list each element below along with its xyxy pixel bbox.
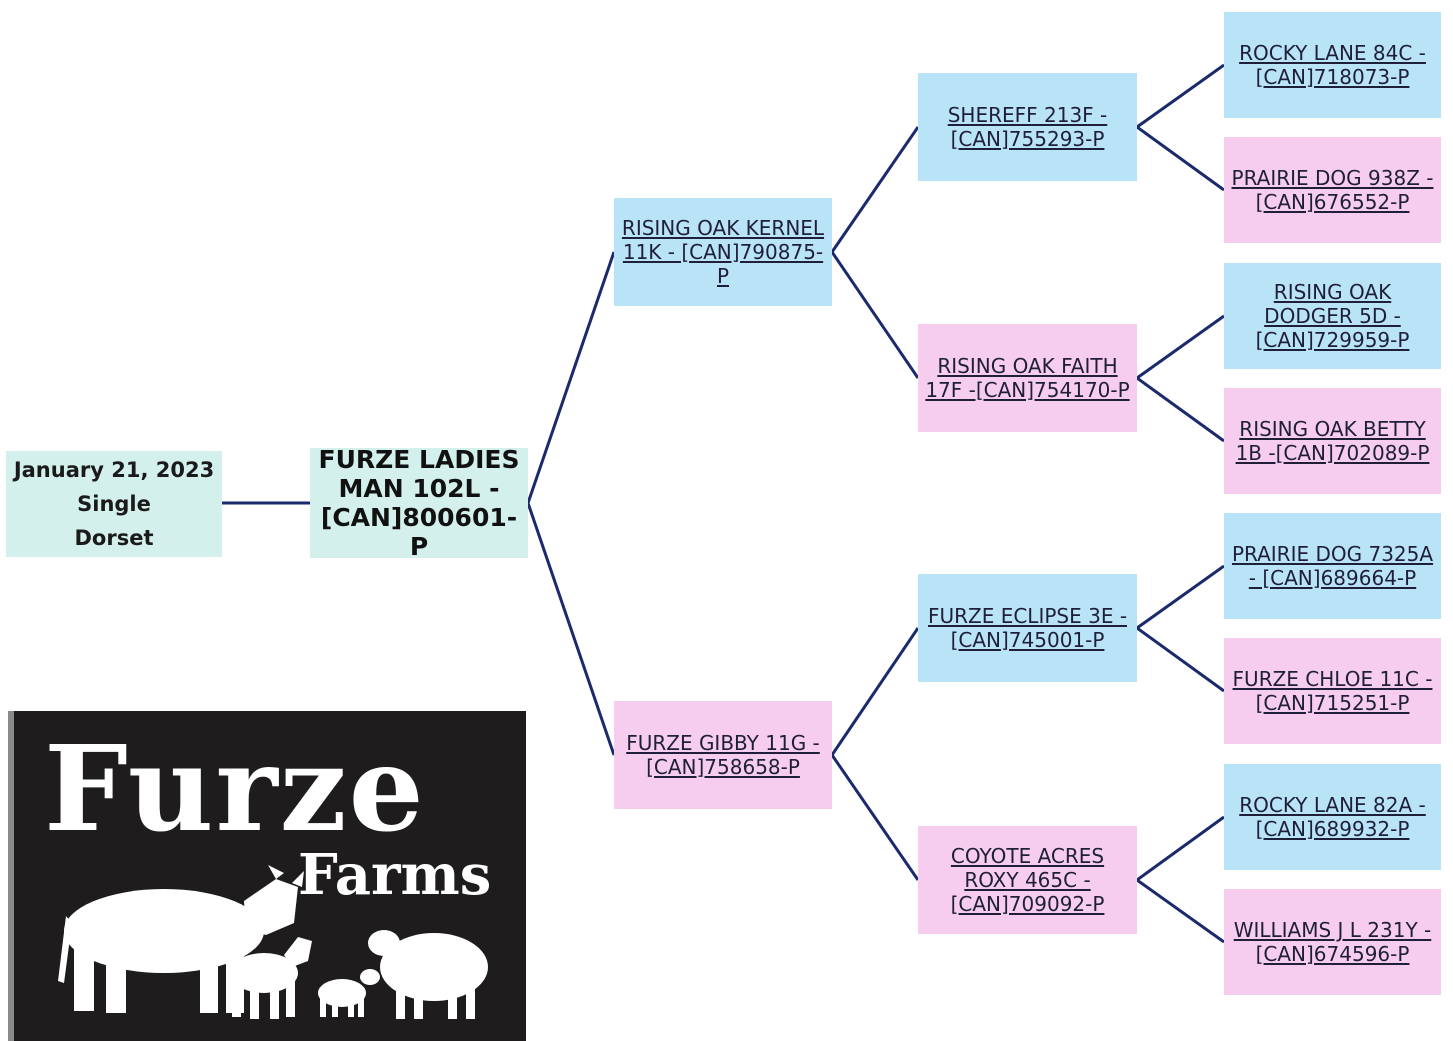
dam-box: FURZE GIBBY 11G - [CAN]758658-P — [614, 701, 832, 809]
livestock-silhouettes-icon — [58, 865, 488, 1019]
subject-animal-name: FURZE LADIES MAN 102L - [CAN]800601-P — [318, 445, 520, 561]
dam-sire-link[interactable]: FURZE ECLIPSE 3E - [CAN]745001-P — [927, 604, 1128, 652]
sire-dam-box: RISING OAK FAITH 17F -[CAN]754170-P — [918, 324, 1137, 432]
furze-farms-logo: Furze Farms — [8, 711, 526, 1041]
sire-link[interactable]: RISING OAK KERNEL 11K - [CAN]790875-P — [621, 216, 825, 288]
lamb-icon — [318, 969, 380, 1017]
ggp-link[interactable]: RISING OAK BETTY 1B -[CAN]702089-P — [1235, 417, 1430, 465]
connector-subject-dam — [526, 502, 616, 756]
connector-gp2-ggp3 — [1136, 314, 1225, 380]
connector-gp3-ggp5 — [1136, 564, 1225, 630]
connector-gp1-ggp2 — [1136, 125, 1225, 192]
breed: Dorset — [74, 526, 154, 550]
logo-subtitle: Farms — [298, 842, 492, 908]
connector-gp2-ggp4 — [1136, 376, 1225, 443]
ggp-box: ROCKY LANE 84C - [CAN]718073-P — [1224, 12, 1441, 118]
sire-dam-link[interactable]: RISING OAK FAITH 17F -[CAN]754170-P — [925, 354, 1130, 402]
dam-dam-link[interactable]: COYOTE ACRES ROXY 465C - [CAN]709092-P — [950, 844, 1105, 916]
sire-box: RISING OAK KERNEL 11K - [CAN]790875-P — [614, 198, 832, 306]
sheep-icon — [368, 930, 488, 1019]
connector-sire-sire — [830, 126, 920, 253]
calf-icon — [230, 937, 312, 1019]
sire-sire-link[interactable]: SHEREFF 213F - [CAN]755293-P — [947, 103, 1108, 151]
sire-sire-box: SHEREFF 213F - [CAN]755293-P — [918, 73, 1137, 181]
birth-date: January 21, 2023 — [13, 458, 215, 482]
cow-icon — [58, 865, 304, 1013]
dam-sire-box: FURZE ECLIPSE 3E - [CAN]745001-P — [918, 574, 1137, 682]
ggp-box: PRAIRIE DOG 938Z -[CAN]676552-P — [1224, 137, 1441, 243]
connector-dam-sire — [830, 627, 920, 756]
ggp-link[interactable]: WILLIAMS J L 231Y -[CAN]674596-P — [1233, 918, 1432, 966]
birth-type: Single — [77, 492, 151, 516]
connector-gp4-ggp8 — [1136, 878, 1225, 944]
ggp-link[interactable]: ROCKY LANE 82A - [CAN]689932-P — [1239, 793, 1426, 841]
ggp-link[interactable]: RISING OAK DODGER 5D - [CAN]729959-P — [1255, 280, 1410, 352]
ggp-box: PRAIRIE DOG 7325A - [CAN]689664-P — [1224, 513, 1441, 619]
connector-sire-dam — [830, 251, 920, 379]
ggp-box: RISING OAK BETTY 1B -[CAN]702089-P — [1224, 388, 1441, 494]
ggp-box: WILLIAMS J L 231Y -[CAN]674596-P — [1224, 889, 1441, 995]
connector-gp4-ggp7 — [1136, 815, 1225, 882]
ggp-link[interactable]: FURZE CHLOE 11C -[CAN]715251-P — [1232, 667, 1433, 715]
connector-gp1-ggp1 — [1136, 63, 1225, 129]
connector-subject-sire — [526, 251, 616, 504]
ggp-box: FURZE CHLOE 11C -[CAN]715251-P — [1224, 638, 1441, 744]
ggp-link[interactable]: PRAIRIE DOG 938Z -[CAN]676552-P — [1231, 166, 1434, 214]
subject-animal-box: FURZE LADIES MAN 102L - [CAN]800601-P — [310, 445, 528, 561]
ggp-box: RISING OAK DODGER 5D - [CAN]729959-P — [1224, 263, 1441, 369]
connector-gp3-ggp6 — [1136, 626, 1225, 693]
ggp-link[interactable]: PRAIRIE DOG 7325A - [CAN]689664-P — [1231, 542, 1434, 590]
dam-dam-box: COYOTE ACRES ROXY 465C - [CAN]709092-P — [918, 826, 1137, 934]
animal-info-box: January 21, 2023 Single Dorset — [6, 451, 222, 557]
connector-dam-dam — [830, 754, 920, 881]
ggp-link[interactable]: ROCKY LANE 84C - [CAN]718073-P — [1239, 41, 1426, 89]
ggp-box: ROCKY LANE 82A - [CAN]689932-P — [1224, 764, 1441, 870]
dam-link[interactable]: FURZE GIBBY 11G - [CAN]758658-P — [626, 731, 820, 779]
logo-title: Furze — [44, 719, 426, 858]
